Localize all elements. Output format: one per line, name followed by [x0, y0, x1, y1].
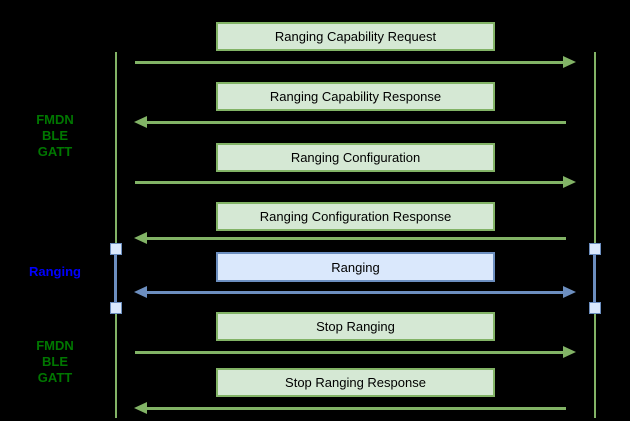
- message-box-ranging-capability-response: Ranging Capability Response: [216, 82, 495, 111]
- side-label-ranging: Ranging: [29, 264, 81, 279]
- arrowhead-right-icon: [563, 346, 576, 358]
- arrow-shaft: [144, 290, 566, 294]
- message-box-ranging: Ranging: [216, 252, 495, 282]
- arrow-left-icon: [134, 232, 576, 244]
- arrow-left-icon: [134, 116, 576, 128]
- arrow-right-icon: [134, 176, 576, 188]
- arrow-left-icon: [134, 402, 576, 414]
- arrow-shaft: [144, 406, 566, 410]
- arrowhead-left-icon: [134, 286, 147, 298]
- arrow-shaft: [135, 180, 566, 184]
- lifeline-left: [115, 52, 117, 418]
- ranging-activation-bar-left: [114, 249, 117, 309]
- arrowhead-right-icon: [563, 176, 576, 188]
- arrowhead-right-icon: [563, 286, 576, 298]
- message-box-ranging-capability-request: Ranging Capability Request: [216, 22, 495, 51]
- activation-marker: [589, 243, 601, 255]
- message-box-ranging-configuration-response: Ranging Configuration Response: [216, 202, 495, 231]
- arrow-bidirectional-icon: [134, 286, 576, 298]
- ranging-activation-bar-right: [593, 249, 596, 309]
- arrow-shaft: [135, 350, 566, 354]
- activation-marker: [110, 243, 122, 255]
- lifeline-right: [594, 52, 596, 418]
- arrowhead-left-icon: [134, 116, 147, 128]
- arrow-shaft: [144, 120, 566, 124]
- arrowhead-left-icon: [134, 232, 147, 244]
- message-box-ranging-configuration: Ranging Configuration: [216, 143, 495, 172]
- message-box-stop-ranging: Stop Ranging: [216, 312, 495, 341]
- side-label-fmdn-ble-gatt-bottom: FMDN BLE GATT: [36, 338, 74, 385]
- arrowhead-right-icon: [563, 56, 576, 68]
- arrow-shaft: [135, 60, 566, 64]
- arrow-right-icon: [134, 346, 576, 358]
- activation-marker: [110, 302, 122, 314]
- message-box-stop-ranging-response: Stop Ranging Response: [216, 368, 495, 397]
- activation-marker: [589, 302, 601, 314]
- arrow-right-icon: [134, 56, 576, 68]
- side-label-fmdn-ble-gatt-top: FMDN BLE GATT: [36, 112, 74, 159]
- arrow-shaft: [144, 236, 566, 240]
- arrowhead-left-icon: [134, 402, 147, 414]
